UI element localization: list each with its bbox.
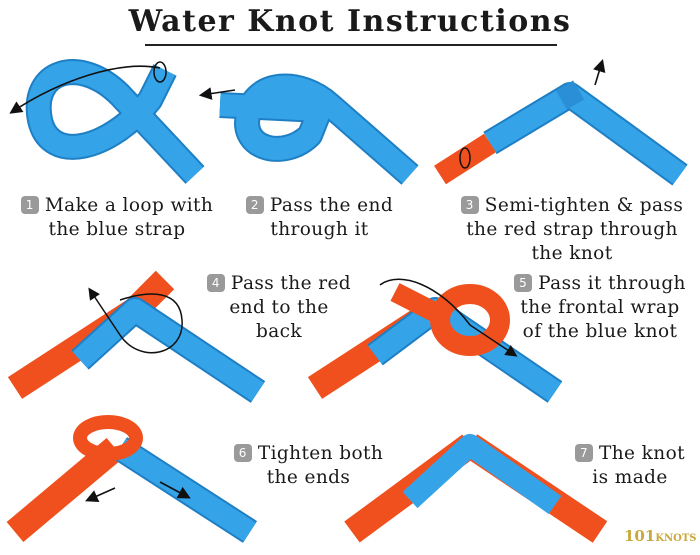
step-6-illustration (6, 415, 258, 543)
step-7-number: 7 (575, 444, 593, 462)
step-1-number: 1 (20, 196, 39, 214)
title-underline (145, 44, 557, 46)
step-7-illustration (344, 434, 608, 543)
step-5-illustration (307, 278, 563, 403)
step-6-number: 6 (233, 444, 252, 462)
step-5-number: 5 (514, 274, 533, 292)
step-4-number: 4 (206, 274, 225, 292)
step-2-number: 2 (245, 196, 264, 214)
site-logo: 101KNOTS (624, 527, 697, 545)
step-4-illustration (7, 270, 266, 403)
page-title: Water Knot Instructions (128, 4, 572, 39)
step-2-illustration (198, 73, 419, 185)
step-3-illustration (434, 58, 688, 186)
step-1-illustration (9, 59, 205, 184)
step-3-number: 3 (460, 196, 479, 214)
